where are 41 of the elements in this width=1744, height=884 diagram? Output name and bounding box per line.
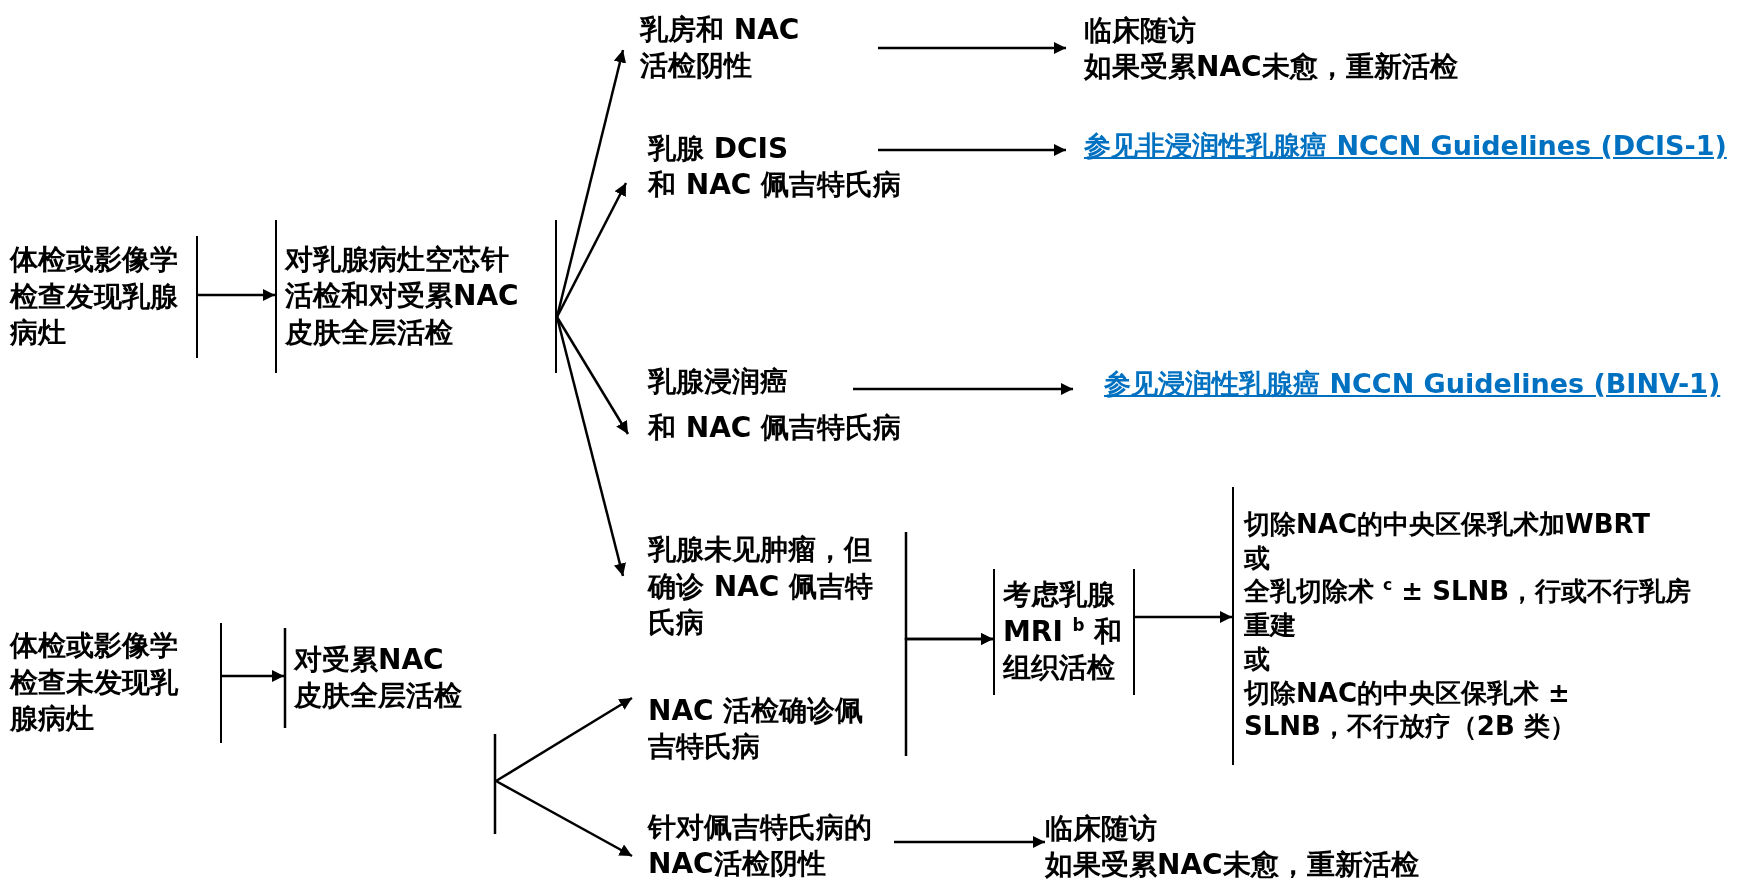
result-text: 乳腺未见肿瘤，但确诊 NAC 佩吉特氏病	[648, 532, 875, 642]
result-text: 针对佩吉特氏病的NAC活检阴性	[648, 809, 873, 882]
bracket-box	[8, 236, 198, 358]
result-text: 乳腺浸润癌	[648, 363, 789, 400]
arrow	[555, 316, 630, 435]
treatment-text: 切除NAC的中央区保乳术加WBRT	[1244, 507, 1652, 541]
step-text: 考虑乳腺 MRI $^{b}$ 和组织活检	[1003, 577, 1124, 687]
arrow	[853, 382, 1073, 396]
result-text: 临床随访	[1045, 810, 1158, 847]
bracket-box	[8, 623, 222, 743]
arrow	[222, 669, 284, 683]
result-text: 乳腺 DCIS	[648, 130, 790, 167]
step-text: 对受累NAC皮肤全层活检	[294, 642, 463, 715]
bracket-box	[275, 220, 557, 373]
result-text: 临床随访	[1084, 12, 1197, 49]
arrow	[495, 696, 633, 783]
step-text: 体检或影像学检查发现乳腺病灶	[10, 242, 179, 352]
arrow	[555, 316, 626, 577]
step-text: 体检或影像学检查未发现乳腺病灶	[10, 628, 180, 738]
treatment-text: 或	[1244, 642, 1271, 676]
arrow	[1135, 610, 1232, 624]
arrow	[894, 835, 1045, 849]
treatment-text: 全乳切除术 $^{c}$ ± SLNB，行或不行乳房重建	[1244, 575, 1693, 643]
arrow	[878, 41, 1066, 55]
guideline-link: 参见浸润性乳腺癌 NCCN Guidelines (BINV-1)	[1073, 366, 1744, 408]
result-text: 如果受累NAC未愈，重新活检	[1045, 847, 1420, 883]
result-text: 如果受累NAC未愈，重新活检	[1084, 49, 1459, 85]
result-text: 和 NAC 佩吉特氏病	[648, 410, 903, 446]
arrow	[878, 143, 1066, 157]
arrow	[555, 182, 628, 318]
arrow	[904, 632, 993, 756]
step-text: 对乳腺病灶空芯针活检和对受累NAC皮肤全层活检	[285, 241, 520, 351]
result-text: NAC 活检确诊佩吉特氏病	[648, 692, 865, 765]
treatment-text: 切除NAC的中央区保乳术 ± SLNB，不行放疗（2B 类）	[1244, 676, 1577, 744]
arrow	[495, 779, 633, 858]
arrow	[198, 288, 275, 302]
result-text: 和 NAC 佩吉特氏病	[648, 167, 903, 203]
bracket-box	[993, 569, 1135, 695]
guideline-link: 参见非浸润性乳腺癌 NCCN Guidelines (DCIS-1)	[1066, 128, 1744, 170]
result-text: 乳房和 NAC 活检阴性	[640, 11, 801, 84]
treatment-text: 或	[1244, 541, 1271, 575]
